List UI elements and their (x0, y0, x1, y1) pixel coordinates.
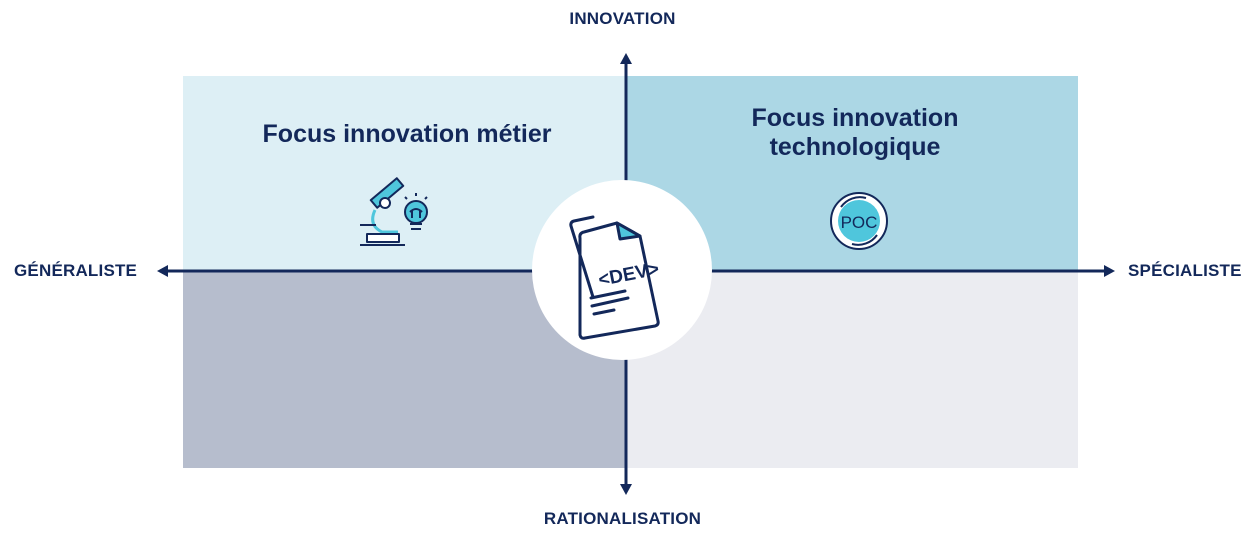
poc-icon-text: POC (841, 213, 878, 232)
axis-label-innovation: INNOVATION (569, 9, 676, 28)
arrow-up-icon (620, 53, 632, 64)
center-circle (532, 180, 712, 360)
axis-label-rationalisation: RATIONALISATION (543, 509, 702, 528)
title-line-1: Focus innovation (751, 104, 959, 132)
quadrant-title-technologique: Focus innovation technologique (626, 104, 1084, 162)
microscope-lightbulb-icon (360, 177, 428, 246)
dev-document-icon (569, 215, 660, 340)
arrow-right-icon (1104, 265, 1115, 277)
axis-label-specialiste: SPÉCIALISTE (1128, 261, 1242, 280)
title-line-2: technologique (769, 133, 941, 161)
arrow-down-icon (620, 484, 632, 495)
quadrant-title-metier: Focus innovation métier (262, 120, 552, 148)
arrow-left-icon (157, 265, 168, 277)
poc-badge-icon (830, 192, 888, 250)
axis-label-generaliste: GÉNÉRALISTE (14, 261, 138, 280)
